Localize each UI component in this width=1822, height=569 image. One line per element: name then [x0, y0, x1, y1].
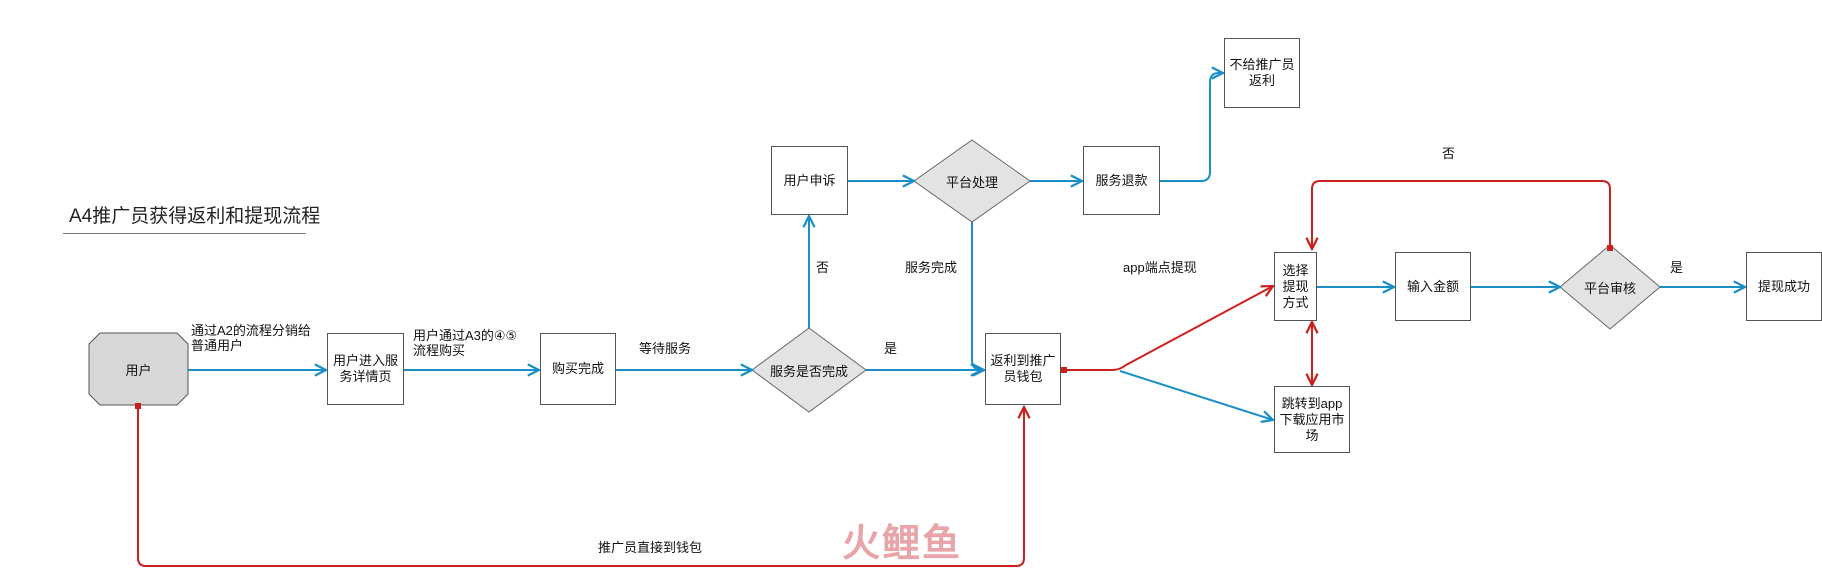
user-octagon: [88, 332, 189, 406]
withdraw-success-box: 提现成功: [1746, 252, 1822, 321]
edge-label-yes-success: 是: [1670, 260, 1684, 275]
title-underline: [63, 233, 306, 234]
edge-label-no-appeal: 否: [816, 260, 830, 275]
edge-wallet-to-withdraw: [1061, 286, 1273, 371]
edge-label-no-review: 否: [1442, 146, 1456, 161]
rebate-wallet-box: 返利到推广员钱包: [985, 333, 1061, 405]
enter-service-detail-box: 用户进入服务详情页: [327, 333, 404, 405]
purchase-complete-box: 购买完成: [540, 333, 616, 405]
platform-handle-label: 平台处理: [945, 174, 998, 190]
edge-label-service-completed: 服务完成: [905, 260, 958, 275]
input-amount-box: 输入金额: [1395, 252, 1471, 321]
edge-label-yes-wallet: 是: [884, 341, 898, 356]
service-refund-box: 服务退款: [1083, 146, 1160, 215]
platform-review-label: 平台审核: [1583, 280, 1636, 296]
watermark-logo: 火鲤鱼: [842, 523, 963, 565]
edge-label-via-a2: 通过A2的流程分销给 普通用户: [191, 323, 311, 353]
edge-wallet-to-jump-app: [1119, 370, 1273, 420]
edge-refund-to-no-rebate: [1160, 73, 1223, 182]
service-done-diamond: [751, 327, 867, 413]
service-done-decision-label: 服务是否完成: [769, 363, 848, 379]
edge-review-no-to-withdraw: [1312, 180, 1611, 249]
page-title: A4推广员获得返利和提现流程: [69, 206, 321, 227]
edge-label-direct-wallet: 推广员直接到钱包: [598, 540, 703, 555]
no-rebate-box: 不给推广员返利: [1224, 38, 1300, 108]
edge-platform-to-wallet: [972, 222, 982, 370]
user-node-label: 用户: [125, 362, 152, 378]
user-appeal-box: 用户申诉: [771, 146, 848, 215]
platform-review-diamond: [1559, 244, 1661, 330]
edge-label-app-withdraw: app端点提现: [1123, 260, 1197, 275]
jump-app-market-box: 跳转到app下载应用市场: [1274, 386, 1350, 453]
edge-label-via-a3: 用户通过A3的④⑤ 流程购买: [413, 328, 518, 358]
choose-withdraw-method-box: 选择提现方式: [1274, 252, 1317, 321]
edge-user-direct-to-wallet: [137, 405, 1024, 567]
edge-label-wait-service: 等待服务: [639, 341, 692, 356]
